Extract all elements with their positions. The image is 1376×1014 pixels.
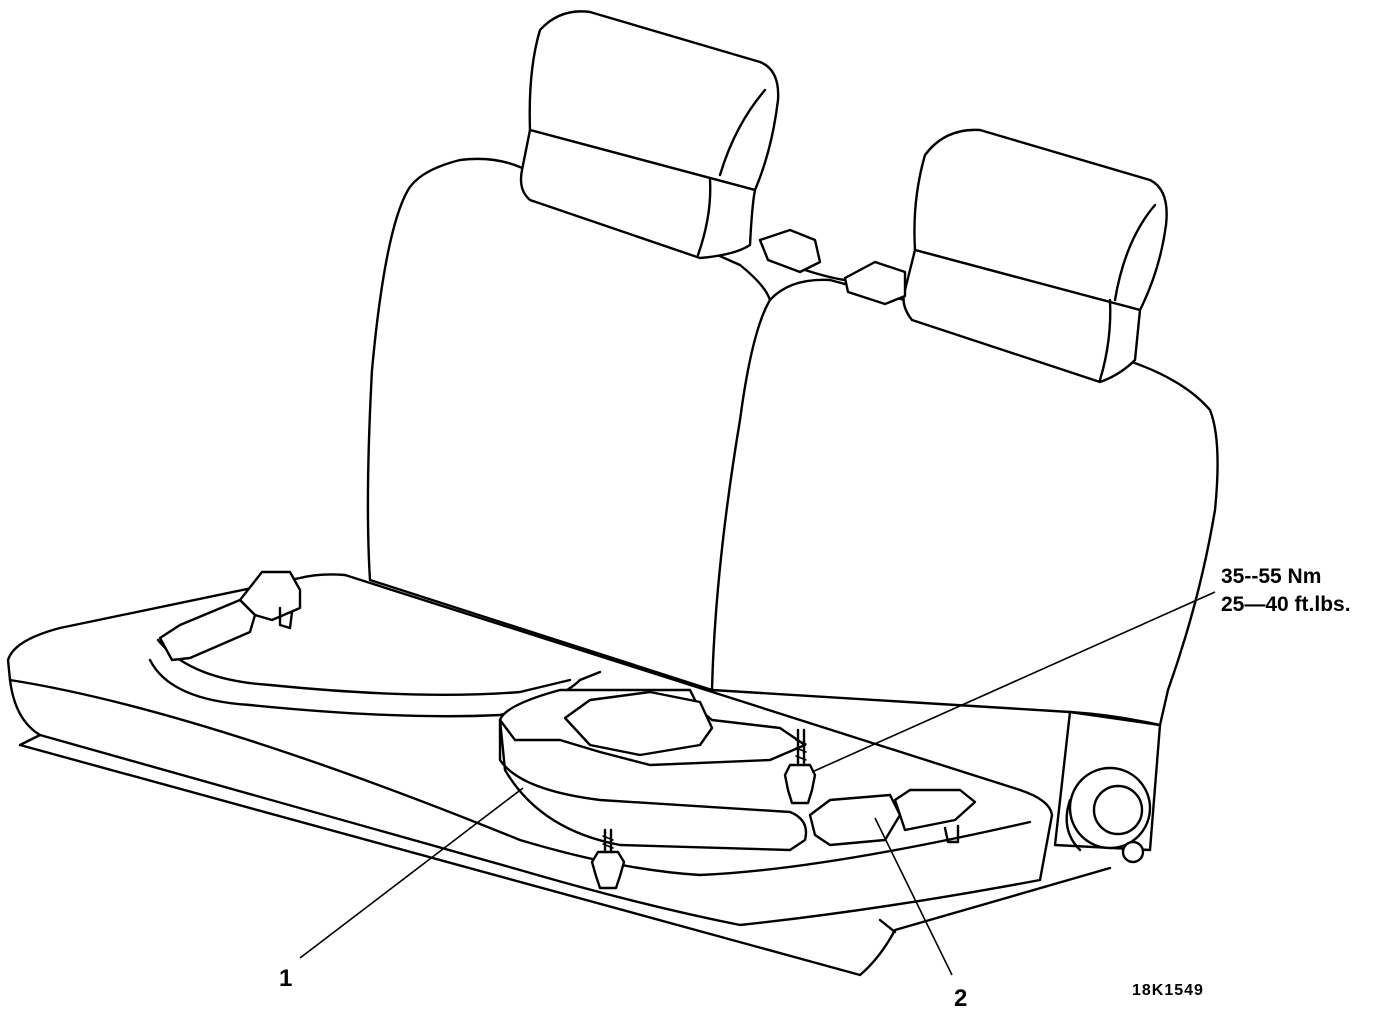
- right-backrest: [710, 278, 1219, 852]
- headrest-clips: [758, 228, 907, 306]
- callout-1-label: 1: [279, 965, 293, 992]
- seat-hinge: [1065, 766, 1152, 864]
- left-headrest: [519, 10, 780, 260]
- callout-2-leader-line: [874, 817, 953, 976]
- torque-leader-line: [811, 591, 1216, 773]
- callout-1-leader-line: [299, 787, 524, 959]
- right-headrest: [902, 128, 1168, 384]
- torque-spec-ftlbs: 25—40 ft.lbs.: [1221, 593, 1351, 616]
- figure-code: 18K1549: [1132, 982, 1204, 999]
- bolts: [590, 728, 817, 890]
- torque-spec-nm: 35--55 Nm: [1221, 565, 1322, 588]
- seat-belt-assembly: [148, 570, 977, 852]
- callout-2-label: 2: [954, 985, 968, 1012]
